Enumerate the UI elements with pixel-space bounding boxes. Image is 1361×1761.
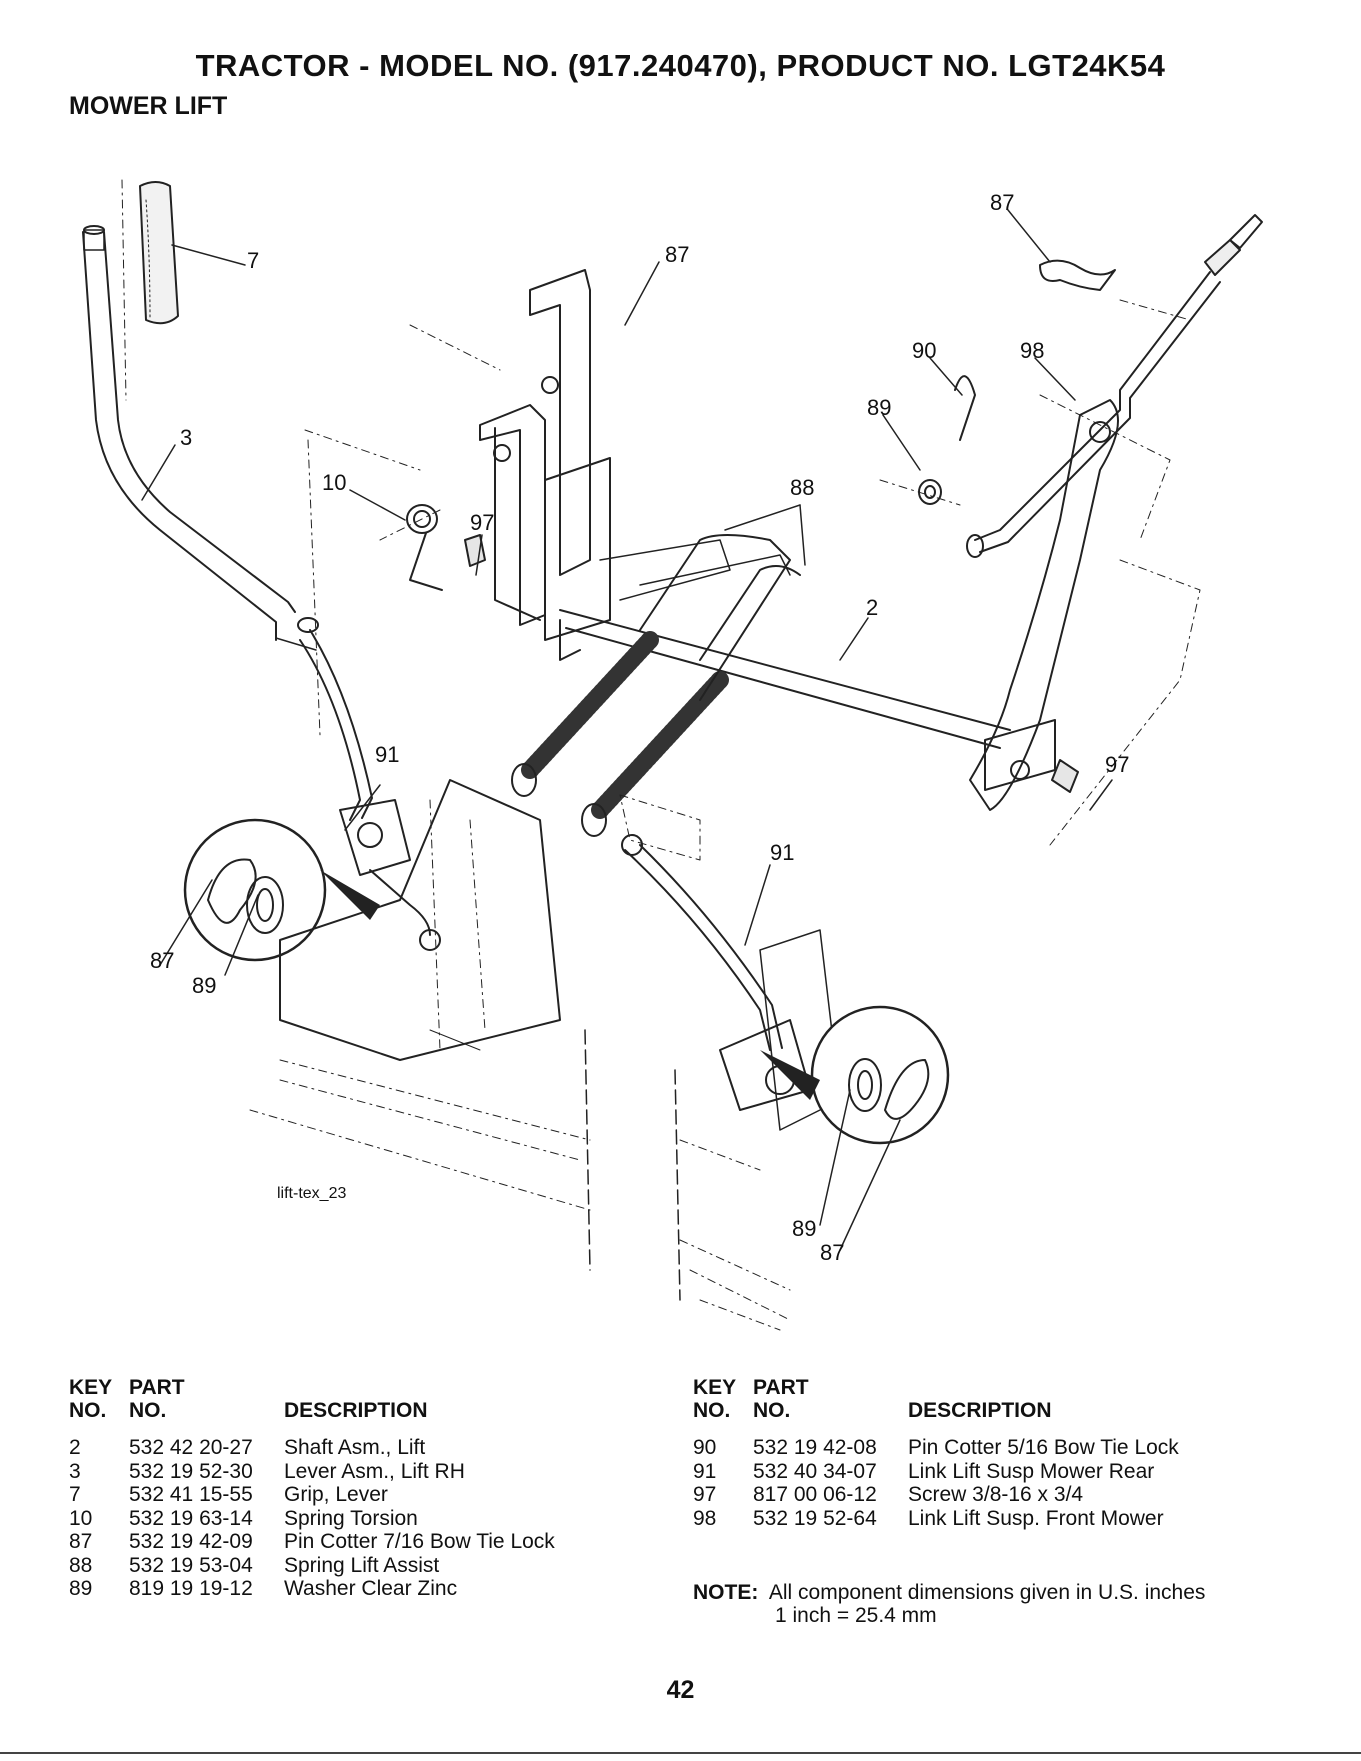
lever-assembly: [82, 179, 321, 736]
rear-link-left: [183, 629, 441, 962]
callout-7: 7: [247, 248, 259, 273]
callout-97: 97: [1105, 752, 1129, 777]
callout-89: 89: [792, 1216, 816, 1241]
callout-90: 90: [912, 338, 936, 363]
lift-shaft: [559, 539, 1011, 749]
callout-labels: 7 3 10 97 87 88 2 87 90 98 89 97 91 87 8…: [150, 190, 1129, 1265]
callout-2: 2: [866, 595, 878, 620]
section-title: MOWER LIFT: [69, 92, 228, 120]
figure-id: lift-tex_23: [277, 1185, 346, 1202]
page-number: 42: [666, 1676, 695, 1704]
callout-87: 87: [150, 948, 174, 973]
callout-91: 91: [375, 742, 399, 767]
left-deck-bracket: [249, 779, 591, 1271]
callout-3: 3: [180, 425, 192, 450]
lift-assist-springs: [511, 534, 801, 861]
callout-87: 87: [665, 242, 689, 267]
page-divider: [0, 1752, 1361, 1754]
front-link: [879, 214, 1263, 558]
note-label: NOTE:: [693, 1581, 759, 1604]
note-conversion: 1 inch = 25.4 mm: [775, 1604, 937, 1627]
col-description: DESCRIPTION: [284, 1399, 428, 1422]
callout-leaders: [141, 209, 1113, 1251]
right-lift-arm: [969, 394, 1201, 846]
callout-91: 91: [770, 840, 794, 865]
callout-89: 89: [192, 973, 216, 998]
page-title: TRACTOR - MODEL NO. (917.240470), PRODUC…: [195, 48, 1166, 83]
exploded-parts-diagram: 7 3 10 97 87 88 2 87 90 98 89 97 91 87 8…: [82, 179, 1263, 1331]
callout-98: 98: [1020, 338, 1044, 363]
callout-87: 87: [820, 1240, 844, 1265]
callout-97: 97: [470, 510, 494, 535]
dimension-note: NOTE: All component dimensions given in …: [693, 1581, 1205, 1627]
callout-88: 88: [790, 475, 814, 500]
lift-bracket: [304, 269, 611, 661]
note-text: All component dimensions given in U.S. i…: [768, 1581, 1206, 1604]
col-description: DESCRIPTION: [908, 1399, 1052, 1422]
callout-10: 10: [322, 470, 346, 495]
callout-89: 89: [867, 395, 891, 420]
callout-87: 87: [990, 190, 1014, 215]
rear-link-right: [621, 834, 950, 1331]
